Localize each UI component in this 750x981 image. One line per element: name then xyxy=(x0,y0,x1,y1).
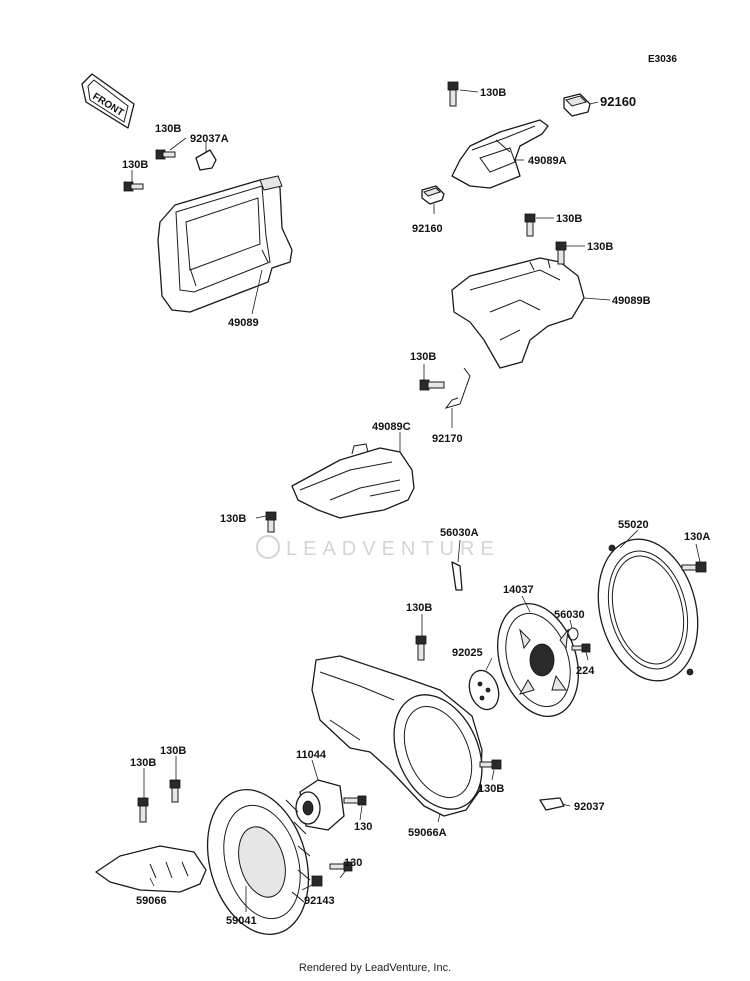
fan-59041 xyxy=(206,788,311,936)
label-130: 130 xyxy=(354,821,372,833)
diagram-code: E3036 xyxy=(648,54,677,65)
label-49089: 49089 xyxy=(228,317,259,329)
clip-92037a xyxy=(195,149,217,171)
plate-14037 xyxy=(497,602,579,718)
bolt-130b-g xyxy=(415,635,427,661)
clip-92170 xyxy=(444,367,471,409)
label-92160: 92160 xyxy=(600,94,636,109)
cover-49089b xyxy=(451,257,585,369)
label-92037a: 92037A xyxy=(190,133,229,145)
label-49089c: 49089C xyxy=(372,421,411,433)
cover-49089c xyxy=(291,443,415,519)
label-92170: 92170 xyxy=(432,433,463,445)
label-92025: 92025 xyxy=(452,647,483,659)
label-59066a: 59066A xyxy=(408,827,447,839)
leader-lines xyxy=(131,89,701,912)
nut-92143 xyxy=(311,875,323,887)
cover-49089 xyxy=(157,175,293,313)
label-130a: 130A xyxy=(684,531,710,543)
watermark: LEADVENTURE xyxy=(256,535,500,560)
bolt-130b-f xyxy=(265,511,277,533)
bolt-130b-h xyxy=(479,759,502,770)
label-14037: 14037 xyxy=(503,584,534,596)
label-130b: 130B xyxy=(480,87,506,99)
bolt-130-b xyxy=(329,861,353,872)
label-49089b: 49089B xyxy=(612,295,651,307)
label-130b: 130B xyxy=(160,745,186,757)
label-130: 130 xyxy=(344,857,362,869)
grommet-92160-a xyxy=(563,93,591,117)
bolt-130b-e xyxy=(419,379,445,391)
label-130b: 130B xyxy=(587,241,613,253)
clip-92037 xyxy=(539,797,565,811)
cover-49089a xyxy=(451,119,549,189)
label-130b: 130B xyxy=(122,159,148,171)
label-130b: 130B xyxy=(155,123,181,135)
bolt-130b-top xyxy=(447,81,459,107)
bolt-130-a xyxy=(343,795,367,806)
bolt-130a xyxy=(681,561,707,573)
label-92037: 92037 xyxy=(574,801,605,813)
seal-56030a xyxy=(451,561,463,591)
hub-11044 xyxy=(295,779,345,831)
label-92143: 92143 xyxy=(304,895,335,907)
part-labels: 130B 92037A 130B 49089 130B 92160 49089A… xyxy=(122,87,710,927)
oring-56030 xyxy=(567,627,579,641)
label-130b: 130B xyxy=(478,783,504,795)
label-130b: 130B xyxy=(556,213,582,225)
label-224: 224 xyxy=(576,665,595,677)
label-56030a: 56030A xyxy=(440,527,479,539)
ring-55020 xyxy=(597,538,699,682)
bolt-130b-d xyxy=(555,241,567,265)
label-59041: 59041 xyxy=(226,915,257,927)
housing-59066a xyxy=(311,655,483,817)
bolt-130b-c xyxy=(524,213,536,237)
plate-92025 xyxy=(468,669,500,711)
label-11044: 11044 xyxy=(296,749,327,761)
guard-59066 xyxy=(95,845,207,893)
label-49089a: 49089A xyxy=(528,155,567,167)
label-56030: 56030 xyxy=(554,609,585,621)
bolt-130b-j xyxy=(169,779,181,803)
footer-credit: Rendered by LeadVenture, Inc. xyxy=(298,962,452,974)
front-arrow-icon: FRONT xyxy=(81,73,135,129)
label-59066: 59066 xyxy=(136,895,167,907)
label-130b: 130B xyxy=(220,513,246,525)
label-130b: 130B xyxy=(130,757,156,769)
bolt-130b-b xyxy=(123,181,144,192)
watermark-text: LEADVENTURE xyxy=(286,538,500,560)
bolt-130b-i xyxy=(137,797,149,823)
label-55020: 55020 xyxy=(618,519,649,531)
label-92160: 92160 xyxy=(412,223,443,235)
grommet-92160-b xyxy=(421,185,445,205)
label-130b: 130B xyxy=(406,602,432,614)
label-130b: 130B xyxy=(410,351,436,363)
bolt-130b-a xyxy=(155,149,176,160)
